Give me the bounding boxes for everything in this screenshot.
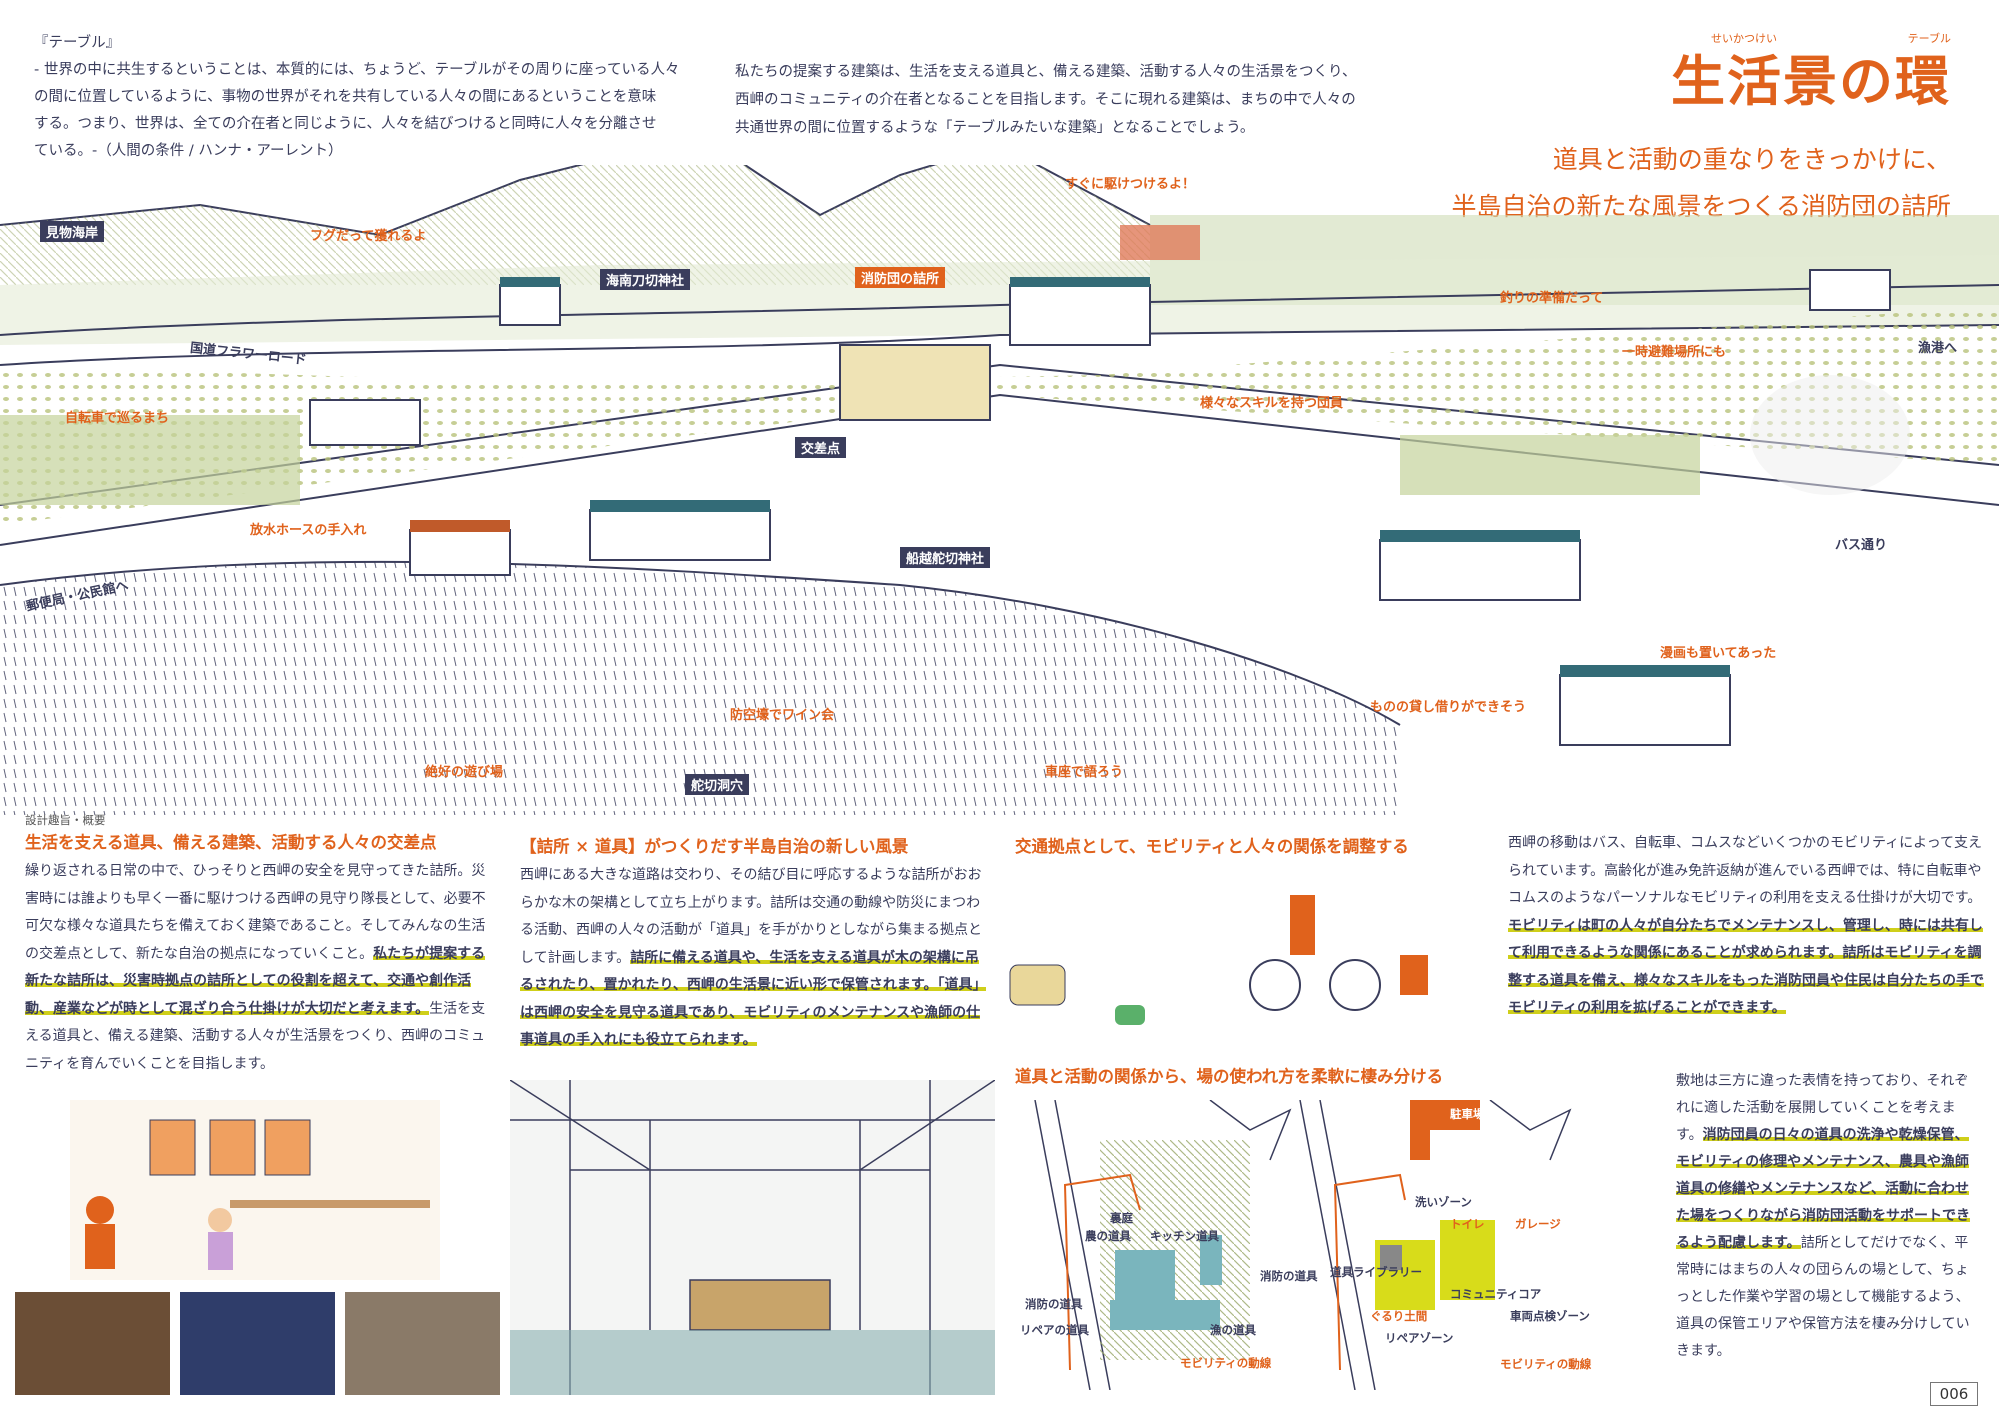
diagram-label: ぐるり土間	[1370, 1309, 1428, 1323]
map-drawing	[0, 133, 1999, 815]
intro-line: 私たちの提案する建築は、生活を支える道具と、備える建築、活動する人々の生活景をつ…	[735, 64, 1357, 80]
section-heading: 生活を支える道具、備える建築、活動する人々の交差点	[25, 833, 437, 852]
field	[1400, 435, 1700, 495]
map-note: フグだって獲れるよ	[310, 229, 427, 244]
place-label: 交差点	[795, 437, 847, 458]
photo-uniforms	[180, 1292, 335, 1395]
diagram-label: ガレージ	[1515, 1217, 1561, 1231]
map-note: 様々なスキルを持つ団員	[1200, 396, 1344, 411]
map-note: 漁港へ	[1918, 341, 1958, 356]
houses	[309, 269, 1891, 746]
page-title: せいかつけい テーブル 生活景の環	[1671, 32, 1951, 114]
section-body: 西岬の移動はバス、自転車、コムスなどいくつかのモビリティによって支えられています…	[1508, 830, 1990, 1023]
diagram-label: 裏庭	[1110, 1211, 1133, 1225]
place-label: 海南刀切神社	[600, 269, 691, 290]
diagram-label: コミュニティコア	[1450, 1287, 1542, 1301]
section-heading: 【詰所 × 道具】がつくりだす半島自治の新しい風景	[520, 837, 909, 856]
diagram-label: 洗いゾーン	[1415, 1195, 1472, 1209]
map-note: 釣りの準備だって	[1500, 291, 1604, 306]
town-map-illustration: 見物海岸 海南刀切神社 消防団の詰所 交差点 船越舵切神社 舵切洞穴 フグだって…	[0, 133, 1999, 815]
body-text: 生活を支える道具と、備える建築、活動する人々が生活景をつくり、西岬のコミュニティ…	[25, 1000, 486, 1072]
roofs	[500, 277, 1730, 677]
title-main: 生活景の環	[1671, 49, 1951, 113]
tools-illustration	[70, 1100, 440, 1280]
title-ruby: せいかつけい	[1711, 32, 1777, 45]
highlighted-text: 消防団員の日々の道具の洗浄や乾燥保管、モビリティの修理やメンテナンス、農具や漁師…	[1676, 1127, 1970, 1251]
map-note: 漫画も置いてあった	[1660, 646, 1777, 661]
quote-title: 『テーブル』	[34, 35, 121, 51]
quote-line: する。つまり、世界は、全ての介在者と同じように、人々を結びつけると同時に人々を分…	[34, 116, 657, 132]
mobility-text-column: 西岬の移動はバス、自転車、コムスなどいくつかのモビリティによって支えられています…	[1508, 830, 1990, 1023]
concept-column: 設計趣旨・概要 生活を支える道具、備える建築、活動する人々の交差点 繰り返される…	[25, 812, 495, 1078]
body-text: 西岬にある大きな道路は交わり、その結び目に呼応するような詰所がおおらかな木の架構…	[520, 867, 982, 966]
photo-equipment	[345, 1292, 500, 1395]
intro-text: 私たちの提案する建築は、生活を支える道具と、備える建築、活動する人々の生活景をつ…	[735, 58, 1415, 142]
page-number: 006	[1930, 1382, 1978, 1406]
section-body: 西岬にある大きな道路は交わり、その結び目に呼応するような詰所がおおらかな木の架構…	[520, 862, 990, 1055]
diagram-label: リペアの道具	[1020, 1323, 1089, 1337]
diagram-label: 車両点検ゾーン	[1510, 1309, 1590, 1323]
body-text: 繰り返される日常の中で、ひっそりと西岬の安全を見守ってきた詰所。災害時には誰より…	[25, 863, 486, 962]
map-note: バス通り	[1835, 538, 1888, 553]
station-label: 消防団の詰所	[855, 267, 946, 288]
diagram-label: 漁の道具	[1210, 1323, 1256, 1337]
body-text: 西岬の移動はバス、自転車、コムスなどいくつかのモビリティによって支えられています…	[1508, 835, 1983, 906]
diagram-label: トイレ	[1450, 1217, 1485, 1231]
station-tools-column: 【詰所 × 道具】がつくりだす半島自治の新しい風景 西岬にある大きな道路は交わり…	[520, 832, 990, 1055]
map-note: 防空壕でワイン会	[730, 708, 835, 723]
photo-tool-shelf	[15, 1292, 170, 1395]
body-text: 詰所としてだけでなく、平常時にはまちの人々の団らんの場として、ちょっとした作業や…	[1676, 1235, 1970, 1359]
section-kicker: 設計趣旨・概要	[25, 813, 106, 827]
zoning-section: 道具と活動の関係から、場の使われ方を柔軟に棲み分ける	[1015, 1062, 1615, 1092]
highlighted-text: モビリティは町の人々が自分たちでメンテナンスし、管理し、時には共有して利用できる…	[1508, 917, 1984, 1016]
title-ruby: テーブル	[1907, 32, 1951, 45]
hill-hatching	[0, 561, 1400, 815]
diagram-label: モビリティの動線	[1180, 1356, 1272, 1370]
map-note: すぐに駆けつけるよ！	[1065, 177, 1196, 192]
place-label: 見物海岸	[40, 221, 105, 242]
quote-line: の間に位置しているように、事物の世界がそれを共有している人々の間にあるということ…	[34, 89, 657, 105]
diagram-label: リペアゾーン	[1385, 1331, 1454, 1345]
intro-line: 共通世界の間に位置するような「テーブルみたいな建築」となることでしょう。	[735, 120, 1255, 136]
fire-truck	[1120, 225, 1200, 260]
section-body: 敷地は三方に違った表情を持っており、それぞれに適した活動を展開していくことを考え…	[1676, 1068, 1980, 1365]
subtitle-line-1: 道具と活動の重なりをきっかけに、	[1552, 145, 1951, 174]
zoning-plans	[1034, 1100, 1572, 1390]
map-note: 車座で語ろう	[1045, 765, 1124, 780]
section-body: 繰り返される日常の中で、ひっそりと西岬の安全を見守ってきた詰所。災害時には誰より…	[25, 858, 495, 1078]
map-note: ものの貸し借りができそう	[1370, 700, 1527, 715]
section-heading: 道具と活動の関係から、場の使われ方を柔軟に棲み分ける	[1015, 1067, 1444, 1086]
body-text: 敷地は三方に違った表情を持っており、それぞれに適した活動を展開していくことを考え…	[1676, 1073, 1969, 1143]
site-text-column: 敷地は三方に違った表情を持っており、それぞれに適した活動を展開していくことを考え…	[1676, 1068, 1980, 1365]
map-note: 放水ホースの手入れ	[250, 523, 367, 538]
diagram-label: 消防の道具	[1260, 1269, 1318, 1283]
map-note: 絶好の遊び場	[425, 765, 504, 780]
diagram-label: 道具ライブラリー	[1330, 1265, 1422, 1279]
arendt-quote: 『テーブル』 - 世界の中に共生するということは、本質的には、ちょうど、テーブル…	[34, 30, 734, 165]
place-label: 舵切洞穴	[685, 774, 750, 795]
diagram-label: モビリティの動線	[1500, 1357, 1592, 1371]
zoning-diagrams: 裏庭 農の道具 キッチン道具 消防の道具 消防の道具 リペアの道具 漁の道具 モ…	[1010, 1100, 1640, 1390]
intro-line: 西岬のコミュニティの介在者となることを目指します。そこに現れる建築は、まちの中で…	[735, 92, 1356, 108]
place-label: 船越舵切神社	[900, 547, 991, 568]
diagram-label: キッチン道具	[1150, 1229, 1219, 1243]
quote-line: ている。-（人間の条件 / ハンナ・アーレント）	[34, 143, 343, 159]
section-heading: 交通拠点として、モビリティと人々の関係を調整する	[1015, 837, 1409, 856]
mobility-drawing	[1009, 895, 1428, 1025]
mobility-illustration	[1005, 865, 1475, 1040]
diagram-label: 消防の道具	[1025, 1297, 1083, 1311]
map-note: 一時避難場所にも	[1622, 345, 1727, 360]
quote-line: - 世界の中に共生するということは、本質的には、ちょうど、テーブルがその周りに座…	[34, 62, 680, 78]
diagram-label: 農の道具	[1085, 1229, 1131, 1243]
mobility-column: 交通拠点として、モビリティと人々の関係を調整する	[1015, 832, 1485, 862]
interior-sketch	[510, 1080, 995, 1395]
tools-drawing	[85, 1119, 430, 1270]
timber-frame-drawing	[510, 1080, 995, 1395]
map-note: 自転車で巡るまち	[65, 411, 170, 426]
field	[0, 415, 300, 505]
diagram-label: 駐車場	[1450, 1107, 1485, 1121]
